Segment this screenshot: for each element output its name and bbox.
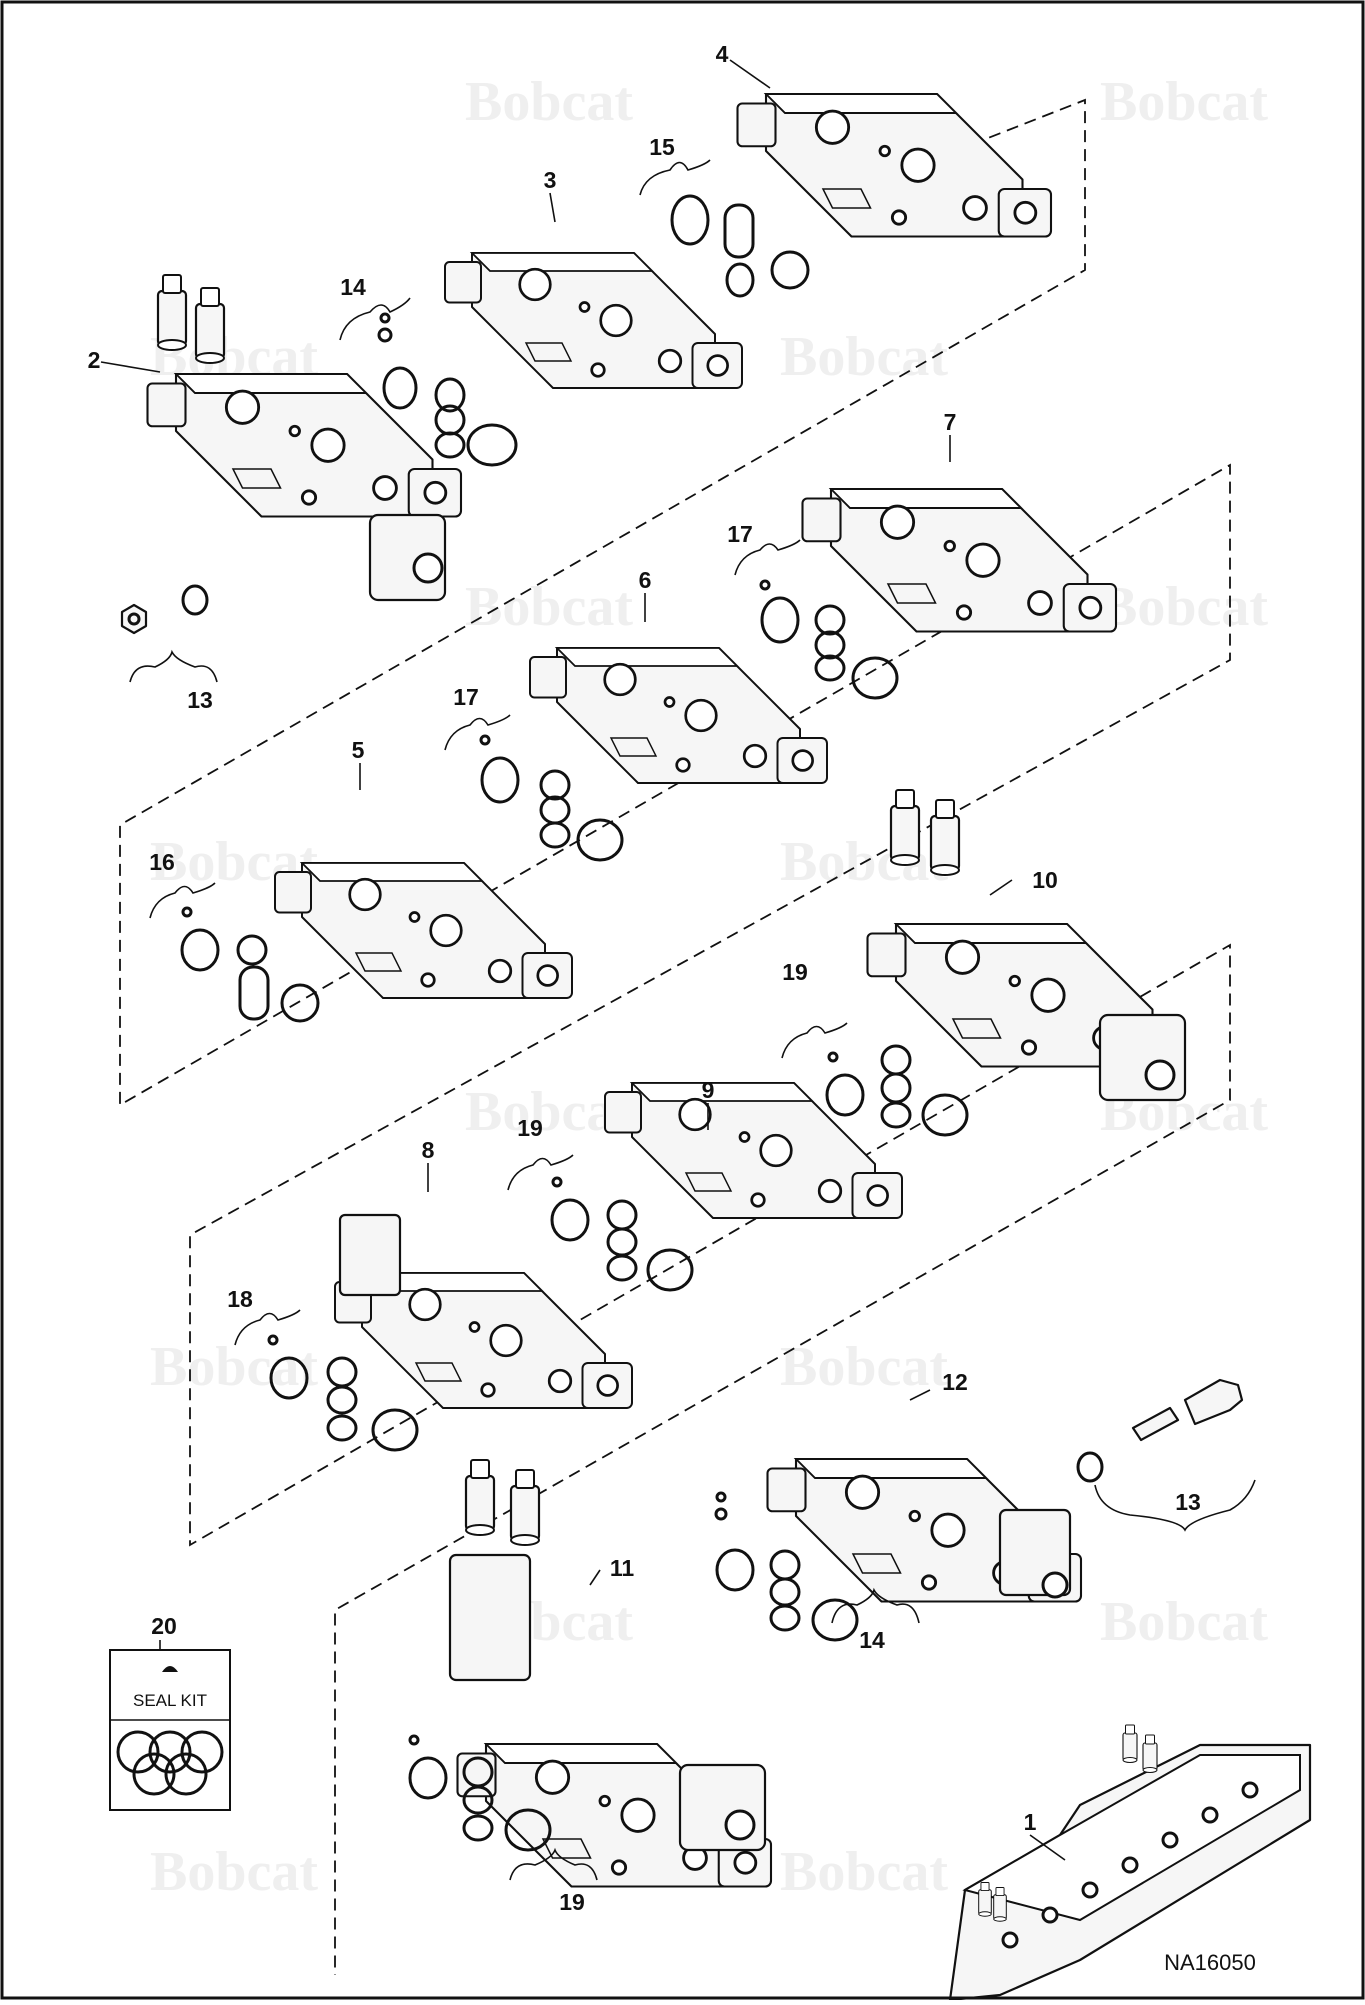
seal-kit-box: SEAL KIT xyxy=(109,1649,231,1811)
watermark-layer: Bobcat Bobcat Bobcat Bobcat Bobcat Bobca… xyxy=(150,71,1268,1903)
callout-item-5: 5 xyxy=(352,737,365,763)
valve-section-8 xyxy=(333,1213,634,1410)
callout-numbers: 1 2 3 4 5 6 7 8 9 10 11 12 13 13 14 14 1… xyxy=(88,41,1201,1915)
callout-item-6: 6 xyxy=(639,567,652,593)
seal-group-18 xyxy=(267,1334,419,1452)
complete-valve-assembly xyxy=(948,1724,1312,2002)
callout-item-10: 10 xyxy=(1032,867,1058,893)
watermark-text: Bobcat xyxy=(1100,71,1268,133)
seal-group-17-left xyxy=(479,734,624,862)
watermark-text: Bobcat xyxy=(465,576,633,638)
callout-item-2: 2 xyxy=(88,347,101,373)
seal-group-14-upper xyxy=(377,312,518,467)
callout-item-7: 7 xyxy=(944,409,957,435)
seal-group-19-right xyxy=(825,1044,969,1137)
watermark-text: Bobcat xyxy=(1100,576,1268,638)
valve-section-9 xyxy=(603,1081,904,1220)
valve-section-5 xyxy=(273,861,574,1000)
seal-group-14-lower xyxy=(714,1491,859,1642)
watermark-text: Bobcat xyxy=(780,1841,948,1903)
callout-item-17-left: 17 xyxy=(453,684,479,710)
callout-item-20: 20 xyxy=(151,1613,177,1639)
callout-leaders xyxy=(100,59,1066,1861)
callout-item-16: 16 xyxy=(149,849,175,875)
seal-kit-label: SEAL KIT xyxy=(133,1691,207,1710)
callout-item-11: 11 xyxy=(610,1555,635,1581)
callout-item-12: 12 xyxy=(942,1369,968,1395)
seal-group-19-lower xyxy=(408,1734,552,1852)
watermark-text: Bobcat xyxy=(150,1841,318,1903)
callout-item-14-upper: 14 xyxy=(340,274,366,300)
watermark-text: Bobcat xyxy=(780,326,948,388)
watermark-text: Bobcat xyxy=(780,1336,948,1398)
callout-item-13-lower: 13 xyxy=(1175,1489,1201,1515)
seal-group-16 xyxy=(180,906,320,1023)
drawing-number: NA16050 xyxy=(1164,1950,1256,1975)
tie-rod-hardware-lower xyxy=(1076,1378,1244,1483)
assembly-guide-lines xyxy=(119,98,1231,1975)
valve-section-10 xyxy=(866,788,1187,1102)
callout-brackets xyxy=(129,159,1256,1881)
callout-item-13-upper: 13 xyxy=(187,687,213,713)
watermark-text: Bobcat xyxy=(150,1336,318,1398)
seal-group-15 xyxy=(670,194,810,298)
valve-section-11 xyxy=(448,1458,773,1888)
seal-group-19-middle xyxy=(550,1176,694,1292)
seal-group-17-right xyxy=(759,579,899,700)
watermark-text: Bobcat xyxy=(1100,1591,1268,1653)
callout-item-15: 15 xyxy=(649,134,675,160)
callout-item-8: 8 xyxy=(422,1137,435,1163)
callout-item-9: 9 xyxy=(702,1077,715,1103)
valve-section-2 xyxy=(146,273,463,602)
valve-section-6 xyxy=(528,646,829,785)
valve-section-3 xyxy=(443,251,744,390)
seal-kit-rings-icon xyxy=(116,1730,224,1796)
callout-item-1: 1 xyxy=(1024,1809,1037,1835)
tie-rod-hardware-upper xyxy=(120,584,209,635)
valve-section-4 xyxy=(736,92,1053,238)
callout-item-19-lower: 19 xyxy=(559,1889,585,1915)
watermark-text: Bobcat xyxy=(465,71,633,133)
callout-item-14-lower: 14 xyxy=(859,1627,885,1653)
callout-item-4: 4 xyxy=(716,41,729,67)
callout-item-17-right: 17 xyxy=(727,521,753,547)
valve-section-12 xyxy=(766,1457,1083,1603)
callout-item-19-middle: 19 xyxy=(517,1115,543,1141)
callout-item-18: 18 xyxy=(227,1286,253,1312)
valve-section-7 xyxy=(801,487,1118,633)
callout-item-19-right: 19 xyxy=(782,959,808,985)
callout-item-3: 3 xyxy=(544,167,557,193)
